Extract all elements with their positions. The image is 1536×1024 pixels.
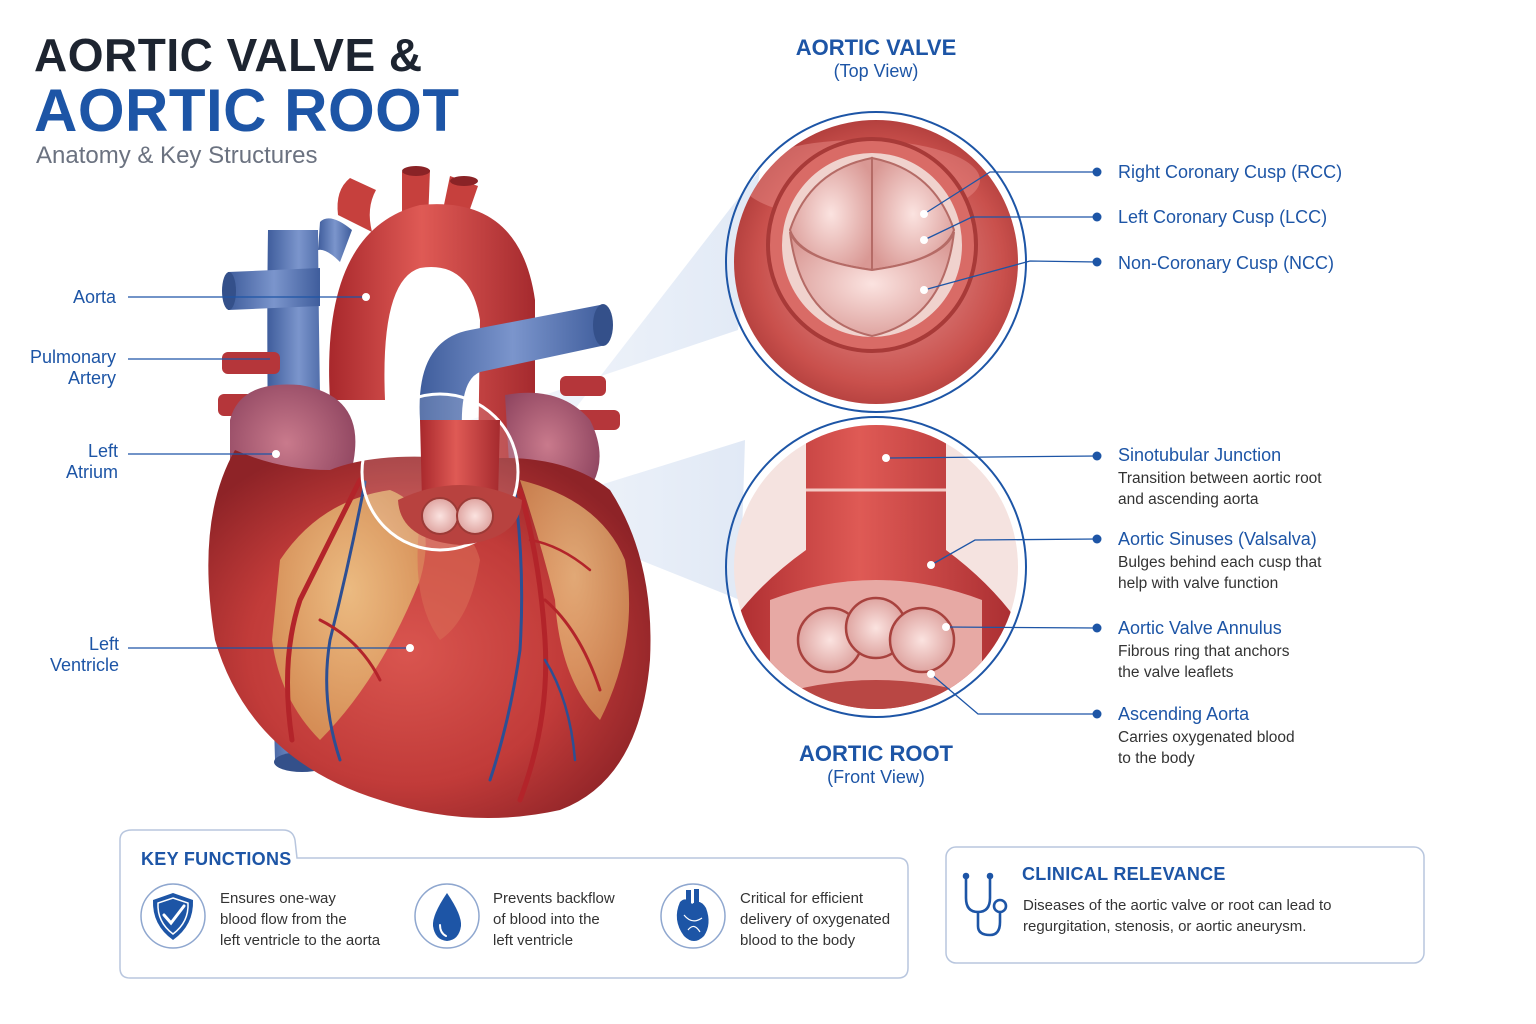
leader-lines	[128, 171, 1098, 715]
item-aortic-sinuses: Aortic Sinuses (Valsalva) Bulges behind …	[1118, 529, 1358, 594]
root-panel-title: AORTIC ROOT	[799, 741, 953, 766]
item-aortic-valve-annulus: Aortic Valve Annulus Fibrous ring that a…	[1118, 618, 1358, 683]
label-aorta: Aorta	[72, 287, 116, 307]
key-function-item-2: Prevents backflow of blood into the left…	[493, 890, 615, 949]
label-non-coronary-cusp: Non-Coronary Cusp (NCC)	[1118, 253, 1335, 273]
clinical-box-outline	[945, 846, 1425, 964]
root-panel-subtitle: (Front View)	[827, 767, 925, 787]
heart-illustration	[208, 166, 651, 818]
page-title-line1: AORTIC VALVE &	[34, 29, 423, 81]
key-functions-title: KEY FUNCTIONS	[141, 849, 292, 869]
anchor-dots-blue	[1092, 167, 1102, 719]
clinical-relevance-title: CLINICAL RELEVANCE	[1022, 864, 1226, 884]
anchor-dots-white	[272, 210, 950, 678]
stethoscope-icon	[962, 872, 1008, 937]
valve-panel-subtitle: (Top View)	[833, 61, 919, 81]
item-sinotubular-junction: Sinotubular Junction Transition between …	[1118, 445, 1358, 510]
key-function-item-1: Ensures one-way blood flow from the left…	[220, 890, 381, 949]
valve-panel-title: AORTIC VALVE	[795, 35, 957, 60]
shield-check-icon	[140, 883, 206, 949]
valve-top-view-panel	[725, 111, 1027, 413]
aortic-root-front-view-panel	[725, 416, 1027, 718]
label-left-coronary-cusp: Left Coronary Cusp (LCC)	[1118, 207, 1328, 227]
page-title-line2: AORTIC ROOT	[34, 77, 460, 144]
page-subtitle: Anatomy & Key Structures	[36, 142, 318, 169]
item-name: Ascending Aorta	[1118, 704, 1250, 724]
key-function-item-3: Critical for efficient delivery of oxyge…	[740, 890, 891, 949]
label-right-coronary-cusp: Right Coronary Cusp (RCC)	[1118, 162, 1343, 182]
item-name: Aortic Valve Annulus	[1118, 618, 1282, 638]
heart-icon	[660, 883, 726, 949]
item-name: Sinotubular Junction	[1118, 445, 1282, 465]
clinical-relevance-text: Diseases of the aortic valve or root can…	[1023, 897, 1332, 935]
item-name: Aortic Sinuses (Valsalva)	[1118, 529, 1317, 549]
item-ascending-aorta: Ascending Aorta Carries oxygenated blood…	[1118, 704, 1358, 769]
blood-drop-icon	[414, 883, 480, 949]
